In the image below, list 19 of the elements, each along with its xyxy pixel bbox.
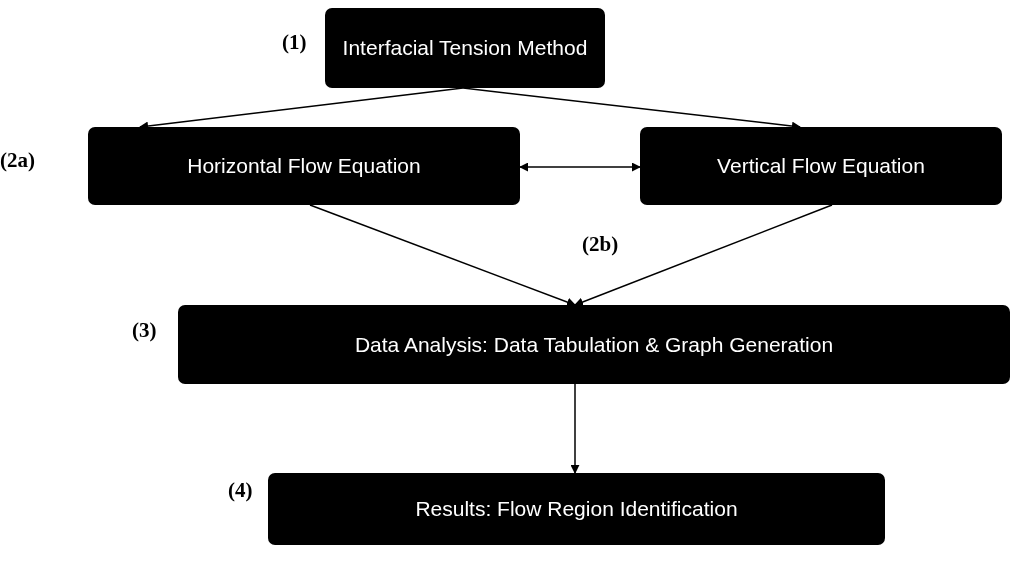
box-label: Data Analysis: Data Tabulation & Graph Generation	[354, 332, 834, 357]
arrow	[519, 162, 641, 172]
step-number: (1)	[282, 30, 307, 55]
step-number: (4)	[228, 478, 253, 503]
box-label: Horizontal Flow Equation	[187, 154, 421, 178]
step-number: (3)	[132, 318, 157, 343]
process-box	[640, 127, 1002, 205]
box-label: Interfacial Tension Method	[342, 36, 588, 60]
arrow	[570, 383, 580, 474]
box-label: Results: Flow Region Identification	[415, 497, 738, 521]
process-box	[325, 8, 605, 88]
arrow	[574, 204, 833, 307]
step-number: (2a)	[0, 148, 35, 173]
process-box	[88, 127, 520, 205]
arrow	[309, 204, 576, 307]
box-label: Vertical Flow Equation	[717, 154, 925, 178]
process-box	[268, 473, 885, 545]
step-number: (2b)	[582, 232, 619, 257]
process-box	[178, 305, 1010, 384]
